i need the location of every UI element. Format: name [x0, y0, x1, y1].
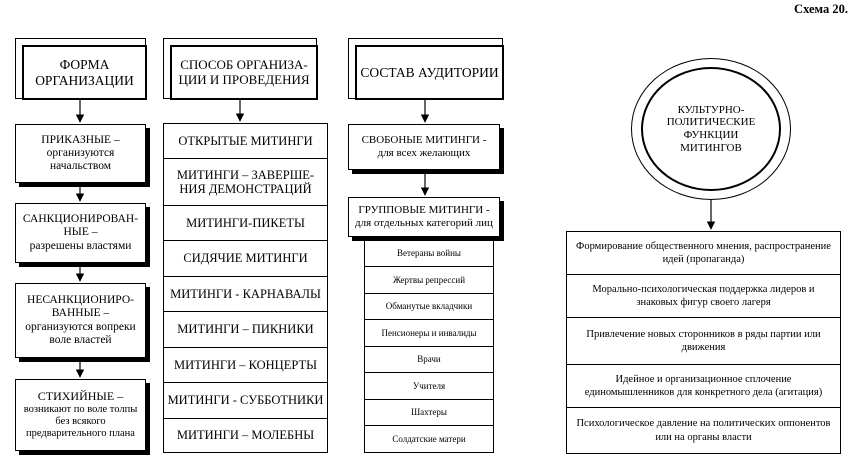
- col1-title-frame: ФОРМА ОРГАНИЗАЦИИ: [15, 38, 147, 100]
- col1-item-orders-head: ПРИКАЗНЫЕ –: [41, 133, 120, 146]
- col4-function-recruitment: Привлечение новых сторонников в ряды пар…: [567, 318, 840, 365]
- col3-categories-list: Ветераны войны Жертвы репрессий Обмануты…: [364, 240, 494, 453]
- col2-list: ОТКРЫТЫЕ МИТИНГИ МИТИНГИ – ЗАВЕРШЕ-НИЯ Д…: [163, 123, 328, 453]
- col3-category-repression-victims: Жертвы репрессий: [365, 267, 493, 294]
- col1-item-sanctioned-body: разрешены властями: [29, 239, 132, 252]
- col4-circle-outer: [631, 58, 791, 200]
- col4-function-propaganda: Формирование общественного мнения, распр…: [567, 232, 840, 275]
- col3-category-teachers: Учителя: [365, 373, 493, 400]
- col2-item-sitting: СИДЯЧИЕ МИТИНГИ: [164, 241, 327, 277]
- col1-item-unsanctioned: НЕСАНКЦИОНИРО-ВАННЫЕ – организуются вопр…: [15, 283, 146, 358]
- col3-category-soldiers-mothers: Солдатские матери: [392, 433, 466, 444]
- col4-function-moral-support: Морально-психологическая поддержка лидер…: [567, 275, 840, 318]
- col2-item-prayers: МИТИНГИ – МОЛЕБНЫ: [176, 428, 315, 443]
- col3-category-pensioners: Пенсионеры и инвалиды: [365, 320, 493, 347]
- col2-item-carnivals: МИТИНГИ - КАРНАВАЛЫ: [164, 277, 327, 312]
- col2-item-pickets: МИТИНГИ-ПИКЕТЫ: [164, 206, 327, 241]
- col1-title: ФОРМА ОРГАНИЗАЦИИ: [22, 45, 147, 100]
- col1-item-spontaneous-body: возникают по воле толпы без всякого пред…: [23, 403, 138, 439]
- col1-item-orders-body: организуются начальством: [46, 146, 115, 173]
- col2-item-demonstration-end: МИТИНГИ – ЗАВЕРШЕ-НИЯ ДЕМОНСТРАЦИЙ: [164, 159, 327, 206]
- col4-function-pressure: Психологическое давление на политических…: [576, 418, 831, 443]
- col2-item-open: ОТКРЫТЫЕ МИТИНГИ: [164, 124, 327, 159]
- col3-free-meetings: СВОБОНЫЕ МИТИНГИ - для всех желающих: [348, 124, 500, 170]
- col1-item-unsanctioned-head: НЕСАНКЦИОНИРО-ВАННЫЕ –: [27, 294, 134, 320]
- col3-category-deceived-depositors: Обманутые вкладчики: [365, 294, 493, 320]
- col1-item-sanctioned-head: САНКЦИОНИРОВАН-НЫЕ –: [22, 213, 139, 239]
- col2-item-subbotniks: МИТИНГИ - СУББОТНИКИ: [164, 383, 327, 419]
- col4-circle-title: КУЛЬТУРНО-ПОЛИТИЧЕСКИЕ ФУНКЦИИ МИТИНГОВ: [666, 103, 756, 154]
- col3-category-doctors: Врачи: [365, 347, 493, 373]
- col2-title: СПОСОБ ОРГАНИЗА-ЦИИ И ПРОВЕДЕНИЯ: [170, 45, 318, 100]
- col1-item-spontaneous: СТИХИЙНЫЕ – возникают по воле толпы без …: [15, 379, 146, 451]
- col4-circle-inner: КУЛЬТУРНО-ПОЛИТИЧЕСКИЕ ФУНКЦИИ МИТИНГОВ: [641, 67, 781, 191]
- col4-functions-list: Формирование общественного мнения, распр…: [566, 231, 841, 454]
- col3-title-frame: СОСТАВ АУДИТОРИИ: [348, 38, 504, 100]
- col2-title-frame: СПОСОБ ОРГАНИЗА-ЦИИ И ПРОВЕДЕНИЯ: [163, 38, 318, 100]
- scheme-label: Схема 20.: [794, 2, 848, 16]
- col2-item-concerts: МИТИНГИ – КОНЦЕРТЫ: [164, 348, 327, 383]
- col4-function-agitation: Идейное и организационное сплочение един…: [567, 365, 840, 408]
- col1-item-spontaneous-head: СТИХИЙНЫЕ –: [37, 389, 124, 403]
- col3-title: СОСТАВ АУДИТОРИИ: [355, 45, 504, 100]
- col3-group-meetings: ГРУППОВЫЕ МИТИНГИ - для отдельных катего…: [348, 197, 500, 237]
- col3-category-miners: Шахтеры: [365, 400, 493, 426]
- col1-item-orders: ПРИКАЗНЫЕ – организуются начальством: [15, 124, 146, 183]
- col1-item-sanctioned: САНКЦИОНИРОВАН-НЫЕ – разрешены властями: [15, 203, 146, 263]
- col3-category-veterans: Ветераны войны: [365, 241, 493, 267]
- col1-item-unsanctioned-body: организуются вопреки воле властей: [25, 320, 136, 346]
- col2-item-picnics: МИТИНГИ – ПИКНИКИ: [164, 312, 327, 348]
